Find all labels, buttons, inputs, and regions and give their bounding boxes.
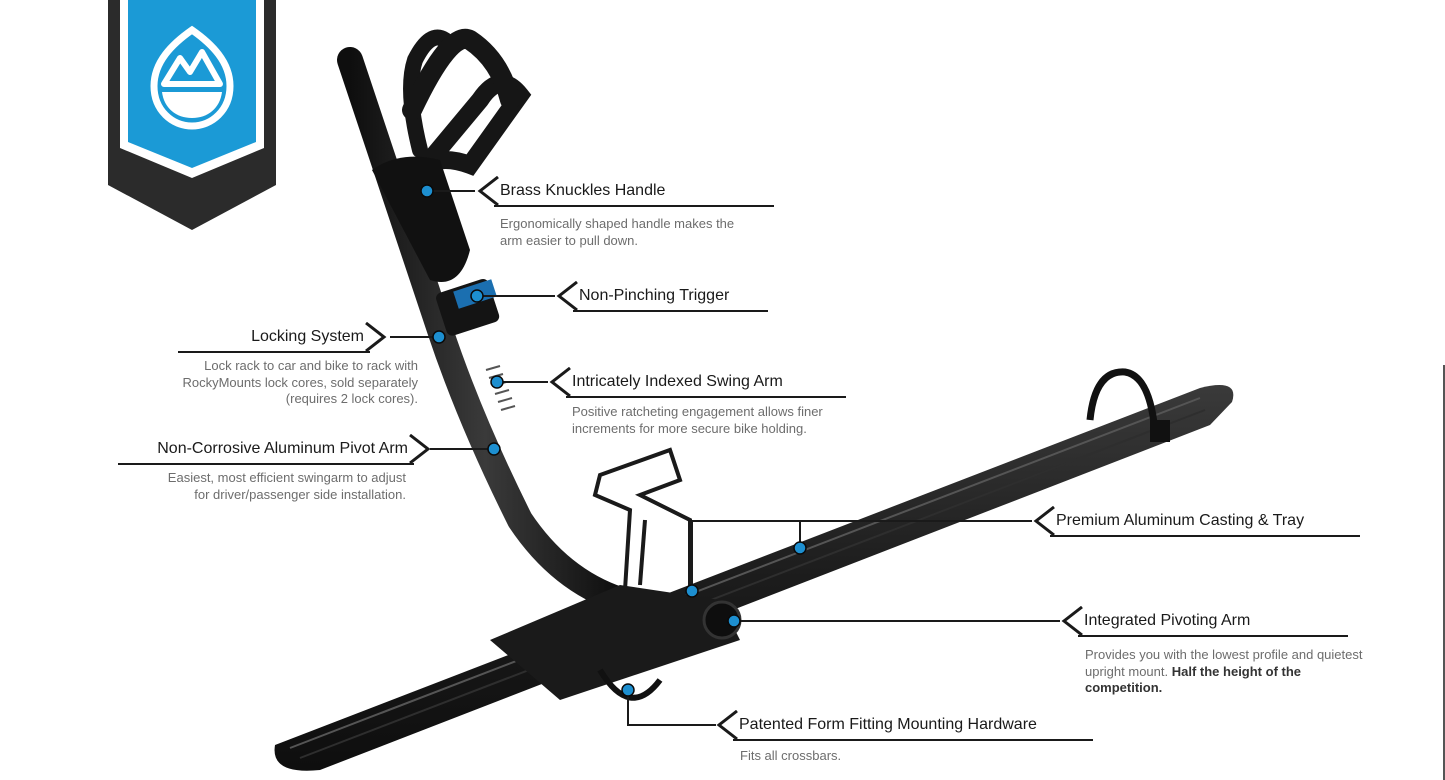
callout-title: Locking System: [251, 328, 364, 345]
callout-description-text: Provides you with the lowest profile and…: [1085, 647, 1363, 679]
callout-label-mounting-hardware: Patented Form Fitting Mounting Hardware: [713, 710, 1093, 741]
callout-label-integrated-pivoting-arm: Integrated Pivoting Arm: [1058, 606, 1348, 637]
callout-label-indexed-swing-arm: Intricately Indexed Swing Arm: [546, 367, 846, 398]
base-casting: [490, 585, 742, 701]
callout-title: Patented Form Fitting Mounting Hardware: [739, 716, 1037, 733]
callout-label-locking-system: Locking System: [178, 322, 390, 353]
callout-label-aluminum-casting-tray: Premium Aluminum Casting & Tray: [1030, 506, 1360, 537]
callout-title: Premium Aluminum Casting & Tray: [1056, 512, 1305, 529]
leader-lines: [390, 190, 1060, 726]
callout-description: Fits all crossbars.: [740, 748, 842, 763]
callout-description-emphasis: Half the height of the competition.: [1085, 663, 1302, 696]
callout-description: Easiest, most efficient swingarm to adju…: [167, 470, 406, 502]
callout-description: Provides you with the lowest profile and…: [1085, 647, 1367, 697]
page-edge-divider: [1443, 365, 1445, 780]
callout-title: Brass Knuckles Handle: [500, 182, 666, 199]
callout-description: Lock rack to car and bike to rack with R…: [182, 358, 418, 406]
callout-description: Ergonomically shaped handle makes the ar…: [500, 216, 735, 248]
callout-label-aluminum-pivot-arm: Non-Corrosive Aluminum Pivot Arm: [118, 434, 434, 465]
callout-description: Positive ratcheting engagement allows fi…: [572, 404, 823, 436]
callout-title: Integrated Pivoting Arm: [1084, 612, 1251, 629]
callout-title: Non-Pinching Trigger: [579, 287, 730, 304]
callout-title: Non-Corrosive Aluminum Pivot Arm: [157, 440, 408, 457]
mountain-drop-logo-icon: [150, 25, 234, 130]
callout-label-brass-knuckles-handle: Brass Knuckles Handle: [474, 176, 774, 207]
brand-badge: [108, 0, 276, 230]
upright-arm: [337, 28, 633, 613]
wire-hook: [592, 447, 692, 591]
callout-dots: [420, 184, 807, 697]
tray: [274, 368, 1234, 771]
callout-title: Intricately Indexed Swing Arm: [572, 373, 783, 390]
callout-label-non-pinching-trigger: Non-Pinching Trigger: [553, 281, 768, 312]
